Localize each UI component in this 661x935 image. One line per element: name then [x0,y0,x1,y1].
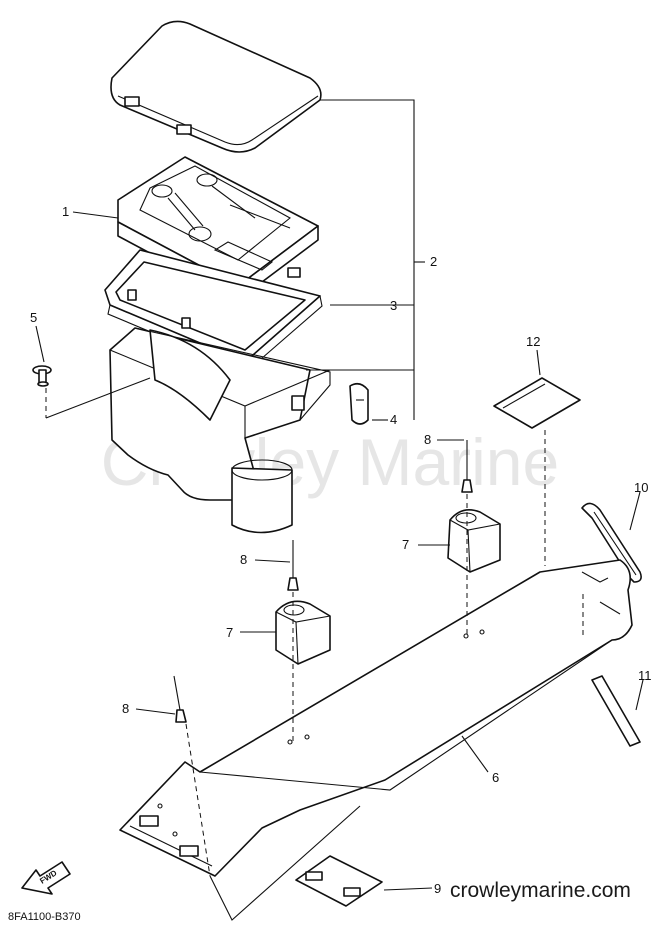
rivet-lower[interactable] [173,675,187,723]
gasket-frame[interactable] [104,249,323,373]
fwd-arrow-icon: FWD [21,861,71,895]
callout-7-upper: 7 [402,537,409,552]
seal-strip[interactable] [581,502,642,583]
bracket-lower[interactable] [275,600,331,665]
callout-10: 10 [634,480,648,495]
callout-5: 5 [30,310,37,325]
bracket-upper[interactable] [447,509,501,573]
callout-9: 9 [434,881,441,896]
callout-11: 11 [638,668,652,683]
strip-bar[interactable] [591,675,641,747]
label-sticker[interactable] [493,377,581,429]
rivet-upper[interactable] [461,440,473,493]
callout-4: 4 [390,412,397,427]
callout-3: 3 [390,298,397,313]
base-plate[interactable] [119,559,633,877]
diagram-code: 8FA1100-B370 [8,911,81,923]
small-plate[interactable] [295,855,383,907]
storage-box-body[interactable] [109,327,331,534]
clip[interactable] [349,382,369,425]
website-link[interactable]: crowleymarine.com [450,879,631,902]
callout-8-lower: 8 [122,701,129,716]
callout-labels: 1 2 3 4 5 6 7 7 8 8 8 9 10 11 12 [30,204,652,896]
callout-8-middle: 8 [240,552,247,567]
callout-1: 1 [62,204,69,219]
assembly-lines [45,377,584,921]
screw[interactable] [32,365,52,387]
leader-lines [35,99,644,891]
storage-box-lid[interactable] [110,20,322,153]
rivet-middle[interactable] [287,540,299,591]
callout-12: 12 [526,334,540,349]
callout-7-lower: 7 [226,625,233,640]
callout-8-upper: 8 [424,432,431,447]
callout-2: 2 [430,254,437,269]
callout-6: 6 [492,770,499,785]
